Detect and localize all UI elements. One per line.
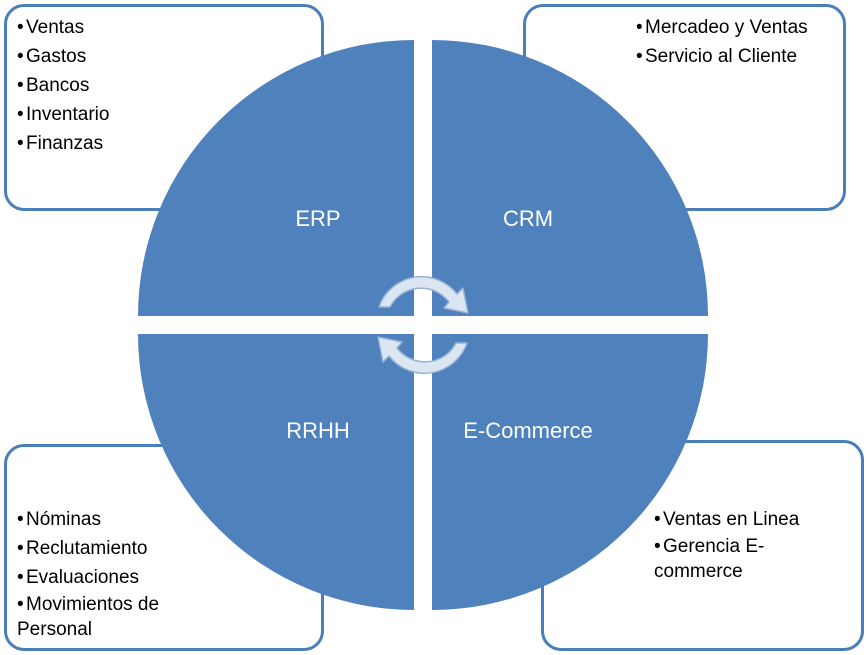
quadrant-erp: ERP (138, 40, 414, 316)
bullet: • (17, 594, 24, 615)
list-item-text: Inventario (26, 104, 110, 125)
quadrant-ecommerce: E-Commerce (432, 334, 708, 610)
cycle-arrows-icon (377, 275, 469, 375)
list-item: •Mercadeo y Ventas (636, 13, 843, 42)
list-item-text: Finanzas (26, 133, 104, 154)
quadrant-ecommerce-label: E-Commerce (463, 418, 593, 443)
bullet: • (636, 17, 643, 38)
quadrant-crm-label: CRM (503, 206, 553, 231)
list-item: •Evaluaciones (17, 563, 321, 592)
list-item-text: Ventas en Linea (663, 509, 800, 530)
quadrant-rrhh-shape (138, 334, 414, 610)
bullet: • (17, 104, 24, 125)
list-item: •Inventario (17, 100, 321, 129)
cycle-arrow-bottom-icon (377, 336, 468, 375)
quadrant-ecommerce-shape (432, 334, 708, 610)
bullet: • (17, 538, 24, 559)
erp-modules-list: •Ventas •Gastos •Bancos •Inventario •Fin… (17, 13, 321, 158)
list-item-text: Gerencia E-commerce (654, 536, 765, 582)
rrhh-modules-list: •Nóminas •Reclutamiento •Evaluaciones •M… (17, 505, 321, 642)
list-item: •Finanzas (17, 129, 321, 158)
list-item: •Bancos (17, 71, 321, 100)
list-item: •Ventas en Linea (654, 505, 861, 534)
bullet: • (17, 75, 24, 96)
quadrant-erp-label: ERP (295, 206, 340, 231)
list-item: •Gastos (17, 42, 321, 71)
list-item: •Reclutamiento (17, 534, 321, 563)
quadrant-erp-shape (138, 40, 414, 316)
quadrant-rrhh-label: RRHH (286, 418, 350, 443)
list-item-text: Reclutamiento (26, 538, 148, 559)
list-item-text: Mercadeo y Ventas (645, 17, 808, 38)
list-item: •Nóminas (17, 505, 321, 534)
bullet: • (17, 17, 24, 38)
list-item: •Ventas (17, 13, 321, 42)
list-item-text: Ventas (26, 17, 85, 38)
bullet: • (636, 46, 643, 67)
bullet: • (17, 509, 24, 530)
quadrant-crm-shape (432, 40, 708, 316)
bullet: • (654, 509, 661, 530)
cycle-arrow-top-icon (378, 275, 469, 314)
list-item: •Servicio al Cliente (636, 42, 843, 71)
quadrant-rrhh: RRHH (138, 334, 414, 610)
list-item-text: Bancos (26, 75, 90, 96)
quadrant-crm: CRM (432, 40, 708, 316)
bullet: • (17, 46, 24, 67)
list-item: •Gerencia E-commerce (654, 534, 834, 584)
list-item-text: Servicio al Cliente (645, 46, 798, 67)
list-item: •Movimientos de Personal (17, 592, 197, 642)
list-item-text: Nóminas (26, 509, 101, 530)
bullet: • (17, 567, 24, 588)
list-item-text: Movimientos de Personal (17, 594, 160, 640)
list-item-text: Evaluaciones (26, 567, 140, 588)
bullet: • (17, 133, 24, 154)
list-item-text: Gastos (26, 46, 87, 67)
crm-modules-list: •Mercadeo y Ventas •Servicio al Cliente (636, 13, 843, 71)
ecommerce-modules-list: •Ventas en Linea •Gerencia E-commerce (654, 505, 861, 584)
bullet: • (654, 536, 661, 557)
